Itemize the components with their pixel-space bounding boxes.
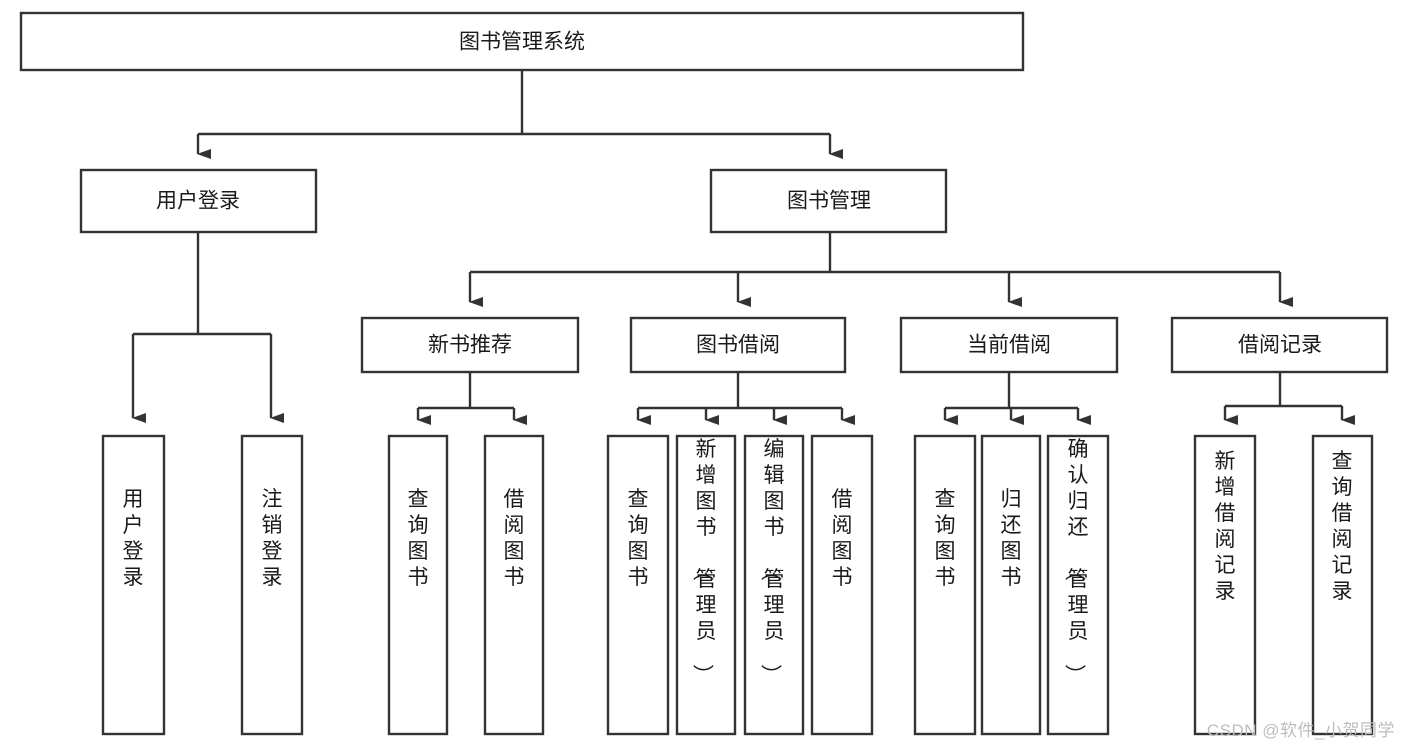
node-leaf-borrow-book-2-box[interactable] <box>810 434 874 736</box>
node-leaf-query-record-label: 查询借阅记录 <box>1332 450 1353 603</box>
node-leaf-borrow-book-1-box[interactable] <box>483 434 545 736</box>
node-leaf-query-record[interactable]: 查询借阅记录 <box>1311 434 1374 736</box>
node-leaf-add-record-box[interactable] <box>1193 434 1257 736</box>
node-leaf-borrow-book-2[interactable]: 借阅图书 <box>810 434 874 736</box>
node-leaf-confirm-return-label: 确认归还（管理员） <box>1063 438 1089 685</box>
node-current-borrow-box[interactable] <box>899 316 1119 374</box>
node-root-box[interactable] <box>19 11 1025 72</box>
node-leaf-query-book-2[interactable]: 查询图书 <box>606 434 670 736</box>
node-user-login[interactable]: 用户登录 <box>79 168 318 234</box>
node-new-book-recommend-label: 新书推荐 <box>428 334 512 357</box>
node-leaf-query-book-1-box[interactable] <box>387 434 449 736</box>
node-leaf-return-book[interactable]: 归还图书 <box>980 434 1042 736</box>
node-borrow-record-box[interactable] <box>1170 316 1389 374</box>
node-leaf-add-record-label: 新增借阅记录 <box>1215 450 1236 603</box>
node-leaf-logout[interactable]: 注销登录 <box>240 434 304 736</box>
node-new-book-recommend-box[interactable] <box>360 316 580 374</box>
node-leaf-add-book-box[interactable] <box>675 434 737 736</box>
node-borrow-record[interactable]: 借阅记录 <box>1170 316 1389 374</box>
node-borrow-record-label: 借阅记录 <box>1238 334 1322 357</box>
node-leaf-return-book-box[interactable] <box>980 434 1042 736</box>
node-current-borrow-label: 当前借阅 <box>967 334 1051 357</box>
node-leaf-logout-box[interactable] <box>240 434 304 736</box>
node-leaf-borrow-book-2-label: 借阅图书 <box>832 488 853 589</box>
node-leaf-logout-label: 注销登录 <box>262 488 283 589</box>
csdn-watermark: CSDN @软件_小贺同学 <box>1206 721 1395 740</box>
node-leaf-query-book-3-label: 查询图书 <box>935 488 956 589</box>
node-book-management-label: 图书管理 <box>787 190 871 213</box>
node-leaf-borrow-book-1[interactable]: 借阅图书 <box>483 434 545 736</box>
node-leaf-query-record-box[interactable] <box>1311 434 1374 736</box>
node-book-management[interactable]: 图书管理 <box>709 168 948 234</box>
node-leaf-user-login-box[interactable] <box>101 434 166 736</box>
node-current-borrow[interactable]: 当前借阅 <box>899 316 1119 374</box>
node-book-management-box[interactable] <box>709 168 948 234</box>
node-leaf-query-book-3[interactable]: 查询图书 <box>913 434 977 736</box>
node-leaf-borrow-book-1-label: 借阅图书 <box>504 488 525 589</box>
node-leaf-add-book[interactable]: 新增图书（管理员） <box>675 434 737 736</box>
node-leaf-query-book-1-label: 查询图书 <box>408 488 429 589</box>
node-leaf-query-book-2-label: 查询图书 <box>628 488 649 589</box>
node-leaf-query-book-3-box[interactable] <box>913 434 977 736</box>
node-leaf-user-login[interactable]: 用户登录 <box>101 434 166 736</box>
node-leaf-edit-book[interactable]: 编辑图书（管理员） <box>743 434 805 736</box>
node-user-login-label: 用户登录 <box>156 190 240 213</box>
node-leaf-edit-book-box[interactable] <box>743 434 805 736</box>
node-root[interactable]: 图书管理系统 <box>19 11 1025 72</box>
node-leaf-return-book-label: 归还图书 <box>1001 488 1022 589</box>
node-leaf-confirm-return-box[interactable] <box>1046 434 1110 736</box>
node-leaf-query-book-1[interactable]: 查询图书 <box>387 434 449 736</box>
node-book-borrow-box[interactable] <box>629 316 847 374</box>
node-user-login-box[interactable] <box>79 168 318 234</box>
node-root-label: 图书管理系统 <box>459 31 585 54</box>
connector-layer <box>131 70 1355 425</box>
node-new-book-recommend[interactable]: 新书推荐 <box>360 316 580 374</box>
node-leaf-user-login-label: 用户登录 <box>123 488 144 589</box>
node-leaf-add-record[interactable]: 新增借阅记录 <box>1193 434 1257 736</box>
node-leaf-add-book-label: 新增图书（管理员） <box>691 438 717 685</box>
node-leaf-edit-book-label: 编辑图书（管理员） <box>759 438 785 685</box>
node-book-borrow[interactable]: 图书借阅 <box>629 316 847 374</box>
node-book-borrow-label: 图书借阅 <box>696 334 780 357</box>
node-leaf-query-book-2-box[interactable] <box>606 434 670 736</box>
node-leaf-confirm-return[interactable]: 确认归还（管理员） <box>1046 434 1110 736</box>
